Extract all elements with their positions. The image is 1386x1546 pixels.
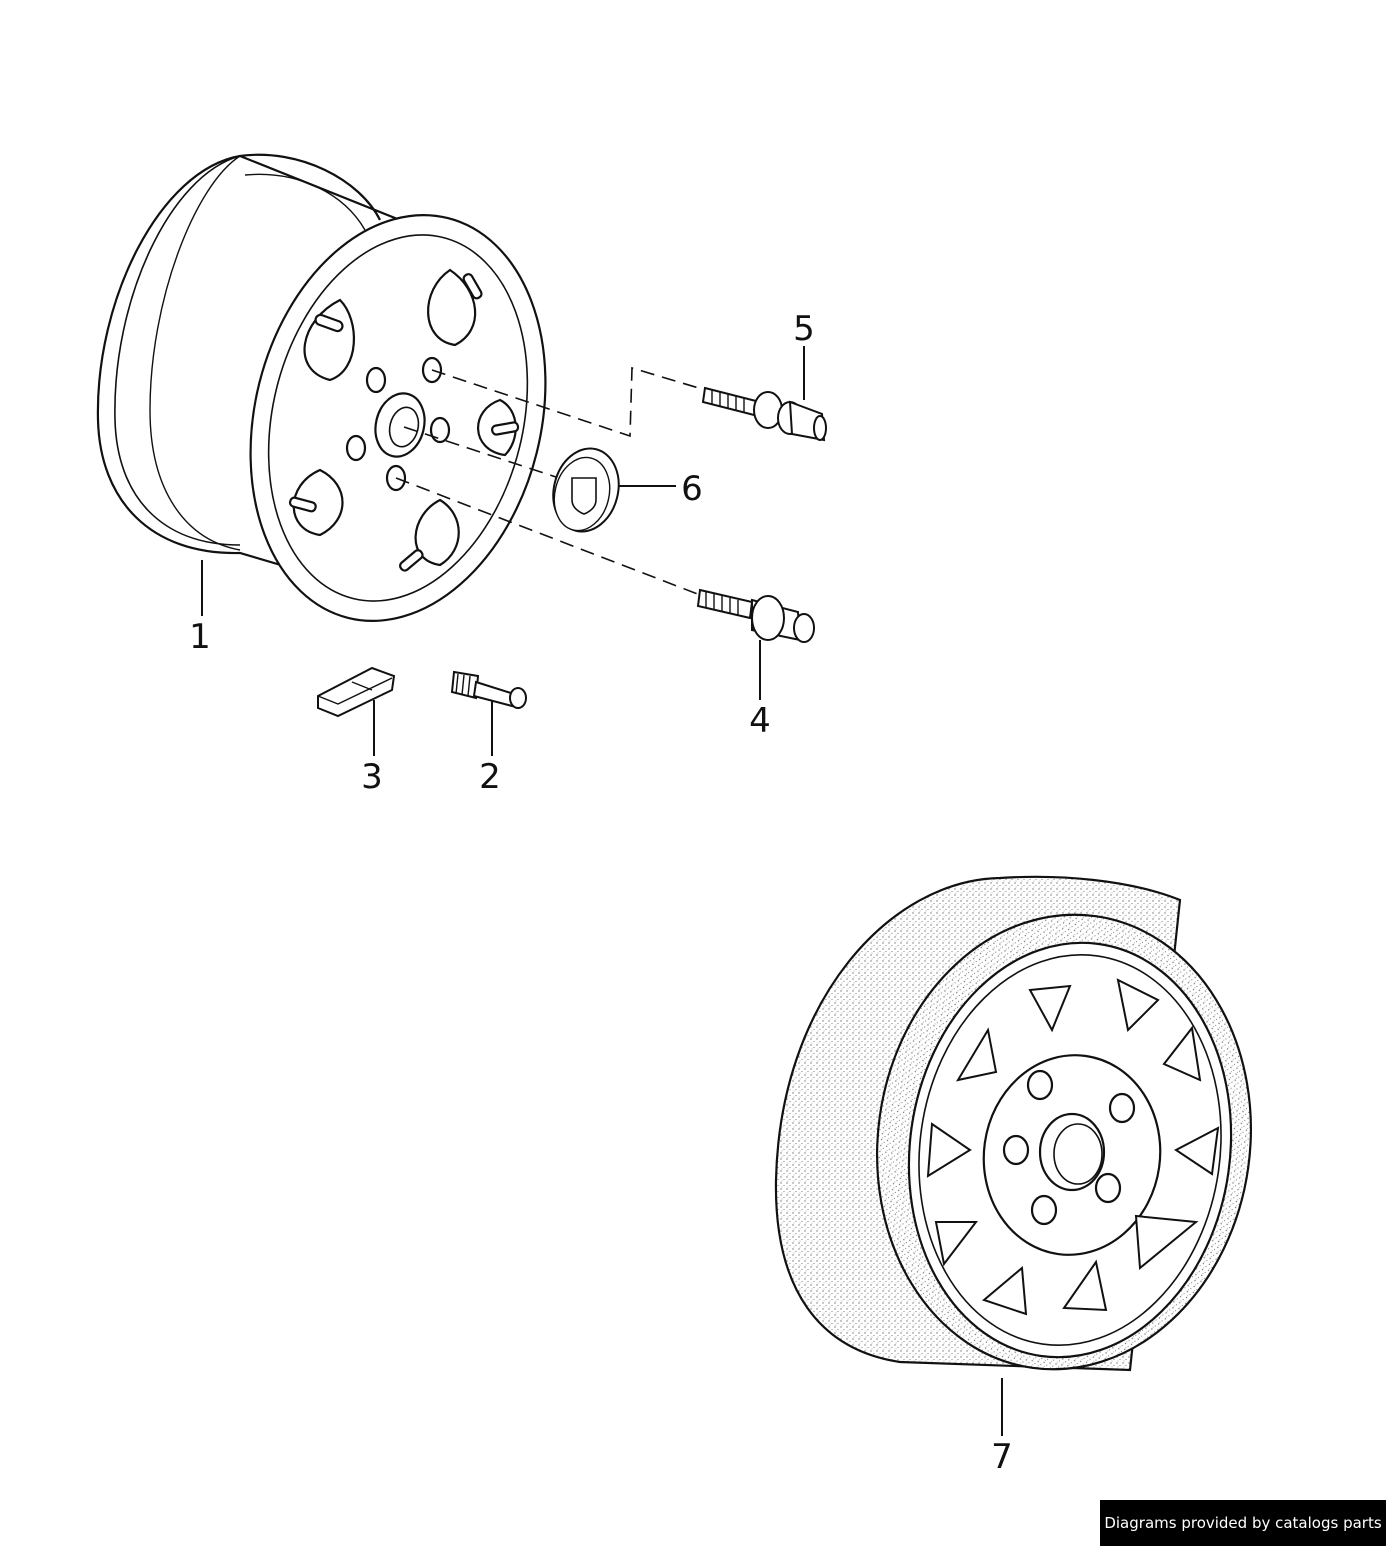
tire-valve [450, 670, 527, 709]
crest-icon [571, 477, 597, 515]
callout-5: 5 [793, 309, 815, 349]
callout-4: 4 [749, 701, 771, 741]
alignment-lines [395, 366, 713, 599]
callout-6: 6 [681, 469, 703, 509]
callout-2: 2 [479, 757, 501, 797]
credit-banner: Diagrams provided by catalogs parts [1100, 1500, 1386, 1546]
callout-1: 1 [189, 617, 211, 657]
balance-weight [317, 666, 396, 718]
wheel-lock-bolt [701, 386, 827, 442]
leader-lines [201, 346, 1003, 1436]
center-cap [552, 447, 620, 533]
callout-7: 7 [991, 1437, 1013, 1477]
alloy-wheel-rim [96, 153, 547, 622]
callout-3: 3 [361, 757, 383, 797]
wheel-bolt [696, 588, 815, 643]
spare-wheel [774, 875, 1253, 1372]
